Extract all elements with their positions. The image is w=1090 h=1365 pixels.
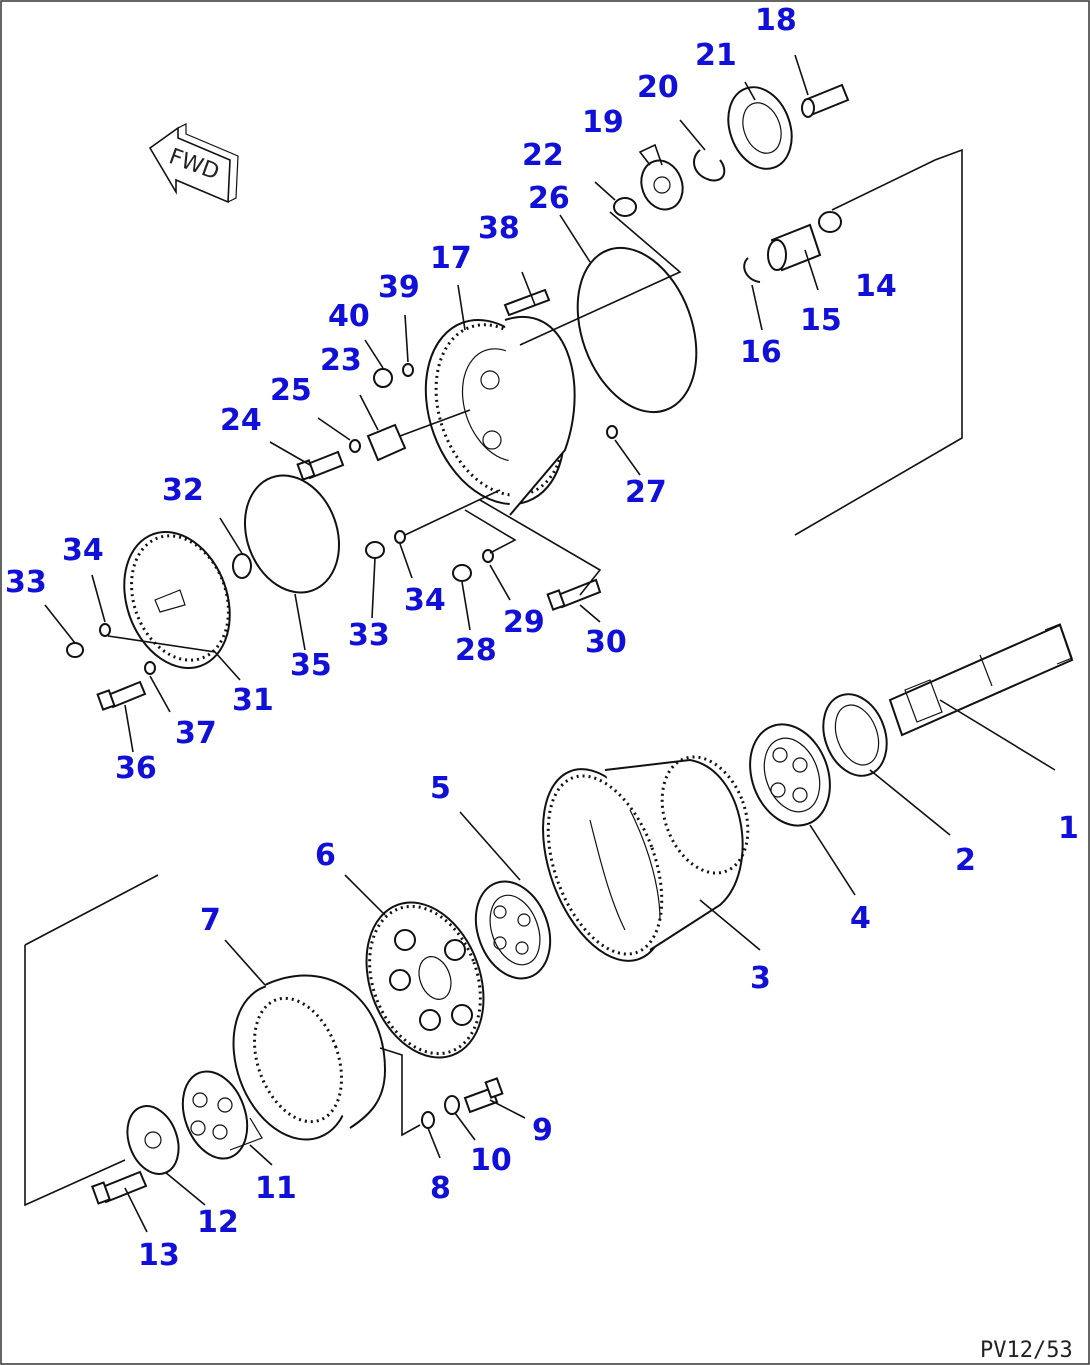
callout-13: 13 (138, 1238, 180, 1273)
part-25-washer (349, 439, 361, 453)
part-10-washer (444, 1095, 460, 1115)
callout-26: 26 (528, 181, 570, 216)
callout-3: 3 (750, 961, 771, 996)
callout-19: 19 (582, 105, 624, 140)
part-39-washer (402, 363, 414, 377)
part-33b-plug (66, 642, 84, 658)
part-16-ring (743, 257, 761, 283)
callout-36: 36 (115, 751, 157, 786)
callout-4: 4 (850, 901, 871, 936)
callout-31: 31 (232, 683, 274, 718)
callout-40: 40 (328, 299, 370, 334)
callout-33b: 33 (348, 618, 390, 653)
part-6-carrier (365, 901, 485, 1059)
callout-35: 35 (290, 648, 332, 683)
part-3-housing (542, 755, 750, 962)
callout-10: 10 (470, 1143, 512, 1178)
callout-33: 33 (5, 565, 47, 600)
part-1-shaft (888, 623, 1074, 737)
callout-14: 14 (855, 269, 897, 304)
part-22-nut (613, 197, 637, 217)
callout-32: 32 (162, 473, 204, 508)
callout-18: 18 (755, 3, 797, 38)
part-14-nut (818, 211, 842, 233)
callout-12: 12 (197, 1205, 239, 1240)
callout-7: 7 (200, 903, 221, 938)
part-33-plug (365, 541, 385, 559)
callout-30: 30 (585, 625, 627, 660)
part-19-gear (640, 159, 684, 211)
callout-34: 34 (62, 533, 104, 568)
part-11-gear (181, 1070, 263, 1160)
callout-24: 24 (220, 403, 262, 438)
callout-5: 5 (430, 771, 451, 806)
callout-25: 25 (270, 373, 312, 408)
callout-29: 29 (503, 605, 545, 640)
callout-8: 8 (430, 1171, 451, 1206)
callout-28: 28 (455, 633, 497, 668)
part-7-ring-gear (232, 974, 387, 1141)
part-8-plug (421, 1111, 435, 1129)
callout-6: 6 (315, 838, 336, 873)
callout-23: 23 (320, 343, 362, 378)
part-34-o-ring (394, 530, 406, 544)
part-35-o-ring (243, 474, 341, 594)
part-32-bushing (232, 553, 252, 579)
part-40-nut (373, 368, 393, 388)
callout-34b: 34 (404, 583, 446, 618)
part-37-washer (144, 661, 156, 675)
part-5-bearing (474, 880, 552, 980)
part-18-pin (801, 83, 850, 118)
callout-11: 11 (255, 1171, 297, 1206)
part-28-plug (452, 564, 472, 582)
callout-27: 27 (625, 475, 667, 510)
part-30-bolt (546, 578, 602, 611)
callout-9: 9 (532, 1113, 553, 1148)
part-27-plug (606, 425, 618, 439)
callout-1: 1 (1058, 811, 1079, 846)
part-21-bearing (727, 86, 793, 170)
part-31-disc (123, 531, 231, 669)
part-34b-o-ring (99, 623, 111, 637)
callout-22: 22 (522, 138, 564, 173)
callout-2: 2 (955, 843, 976, 878)
callout-20: 20 (637, 70, 679, 105)
callout-38: 38 (478, 211, 520, 246)
part-23-bracket (366, 423, 407, 462)
callout-17: 17 (430, 241, 472, 276)
callout-16: 16 (740, 335, 782, 370)
callout-15: 15 (800, 303, 842, 338)
part-2-seal (822, 693, 888, 777)
part-4-bearing (749, 723, 831, 827)
part-24-bolt (296, 450, 345, 481)
part-26-o-ring (576, 246, 698, 414)
leader-lines (24, 54, 1056, 1233)
part-9-bolt (463, 1077, 504, 1114)
part-20-snap-ring (693, 149, 726, 182)
callouts: 1 2 3 4 5 6 7 8 9 10 11 12 13 14 15 16 1… (5, 3, 1079, 1273)
callout-39: 39 (378, 270, 420, 305)
part-13-bolt (91, 1170, 148, 1205)
part-36-bolt (96, 680, 147, 711)
callout-21: 21 (695, 38, 737, 73)
callout-37: 37 (175, 716, 217, 751)
part-17-carrier (424, 316, 576, 516)
drawing-code: PV12/53 (980, 1338, 1073, 1363)
